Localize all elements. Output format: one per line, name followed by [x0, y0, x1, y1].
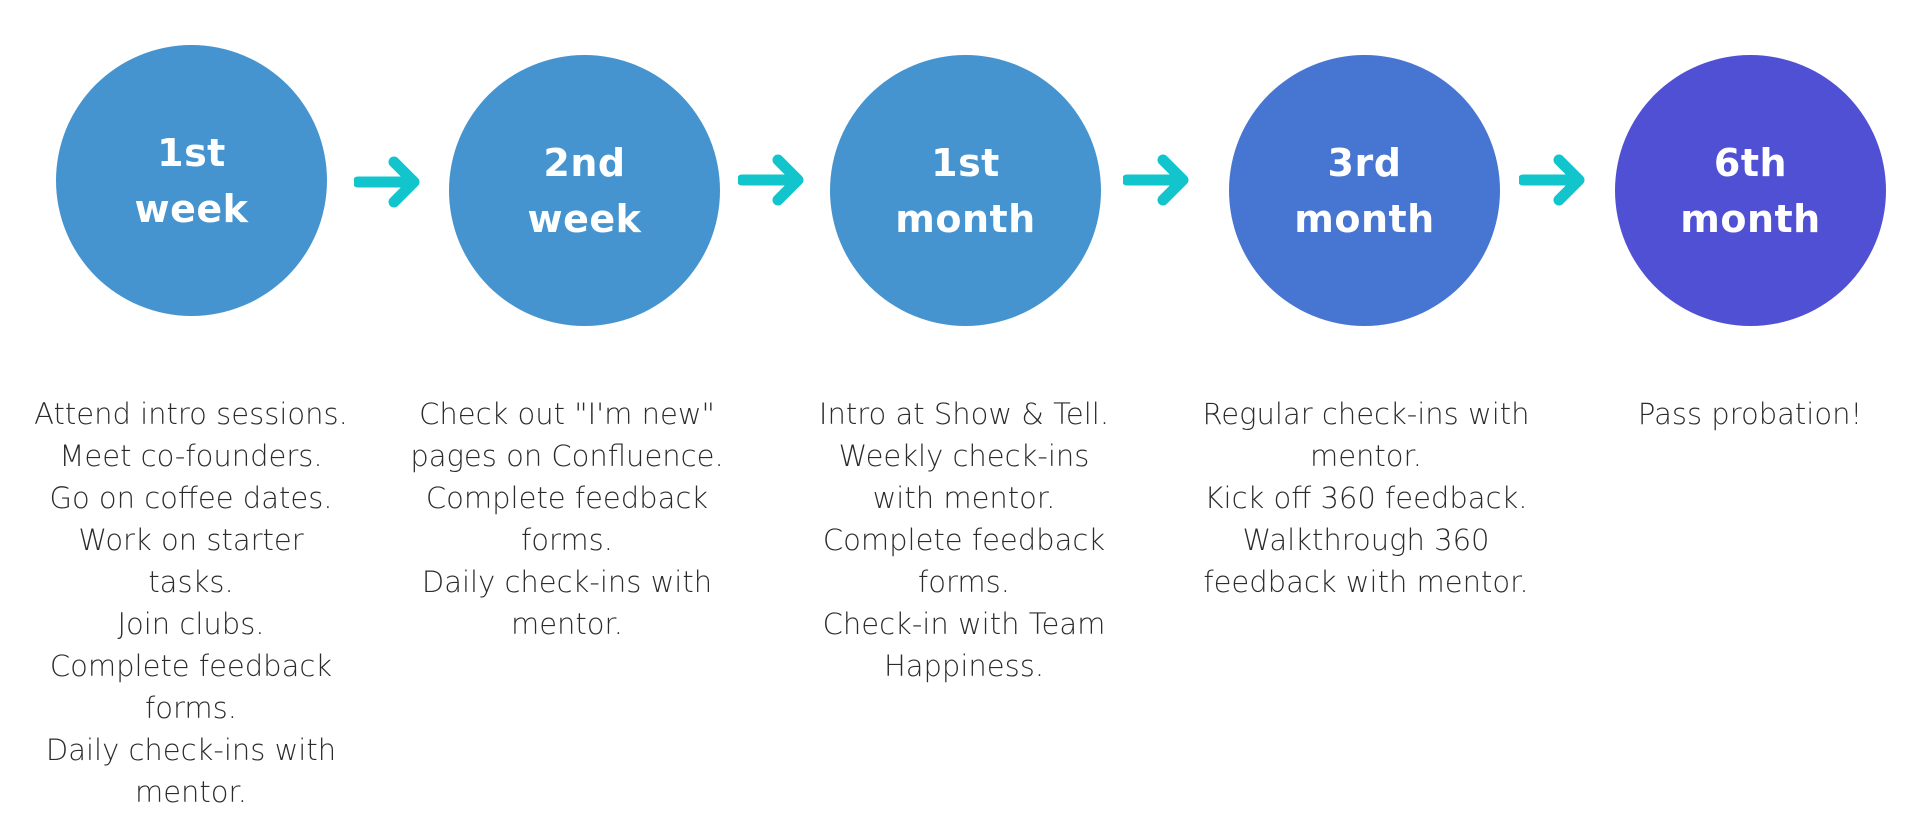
description-line: Check-in with Team: [822, 607, 1106, 641]
stage-description-6th-month: Pass probation!: [1580, 393, 1920, 435]
description-line: Regular check-ins with: [1202, 397, 1530, 431]
arrow-right-icon: [1519, 154, 1585, 206]
stage-label-line1: 1st: [931, 140, 1000, 185]
description-line: mentor.: [1309, 439, 1423, 473]
description-line: Check out "I'm new": [419, 397, 715, 431]
description-line: Daily check-ins with: [421, 565, 713, 599]
stage-description-2nd-week: Check out "I'm new" pages on Confluence.…: [397, 393, 737, 645]
stage-label-line2: week: [527, 196, 642, 241]
description-line: Join clubs.: [117, 607, 265, 641]
description-line: Attend intro sessions.: [34, 397, 348, 431]
stage-circle-6th-month: 6th month: [1615, 55, 1886, 326]
description-line: Work on starter: [78, 523, 304, 557]
stage-label-line1: 6th: [1713, 140, 1788, 185]
stage-label-line1: 3rd: [1327, 140, 1402, 185]
description-line: Meet co-founders.: [59, 439, 323, 473]
stage-circle-2nd-week: 2nd week: [449, 55, 720, 326]
arrow-right-icon: [1123, 154, 1189, 206]
stage-label-line2: week: [134, 186, 249, 231]
description-line: forms.: [521, 523, 613, 557]
description-line: pages on Confluence.: [410, 439, 724, 473]
stage-description-1st-week: Attend intro sessions. Meet co-founders.…: [21, 393, 361, 813]
description-line: feedback with mentor.: [1203, 565, 1529, 599]
description-line: Walkthrough 360: [1242, 523, 1490, 557]
description-line: mentor.: [134, 775, 248, 809]
stage-label-line2: month: [895, 196, 1036, 241]
stage-circle-1st-week: 1st week: [56, 45, 327, 316]
description-line: Intro at Show & Tell.: [818, 397, 1110, 431]
arrow-right-icon: [738, 154, 804, 206]
stage-label-line2: month: [1680, 196, 1821, 241]
description-line: Happiness.: [883, 649, 1045, 683]
description-line: forms.: [918, 565, 1010, 599]
description-line: Kick off 360 feedback.: [1204, 481, 1528, 515]
stage-circle-3rd-month: 3rd month: [1229, 55, 1500, 326]
stage-label-line1: 2nd: [543, 140, 626, 185]
description-line: forms.: [145, 691, 237, 725]
description-line: Weekly check-ins: [838, 439, 1090, 473]
description-line: with mentor.: [872, 481, 1056, 515]
stage-description-3rd-month: Regular check-ins with mentor. Kick off …: [1186, 393, 1546, 603]
description-line: Complete feedback: [49, 649, 333, 683]
description-line: Go on coffee dates.: [49, 481, 333, 515]
arrow-right-icon: [354, 156, 420, 208]
description-line: Complete feedback: [425, 481, 709, 515]
description-line: Daily check-ins with: [45, 733, 337, 767]
stage-circle-1st-month: 1st month: [830, 55, 1101, 326]
stage-label-line1: 1st: [157, 130, 226, 175]
description-line: tasks.: [148, 565, 234, 599]
description-line: mentor.: [510, 607, 624, 641]
stage-label-line2: month: [1294, 196, 1435, 241]
description-line: Pass probation!: [1637, 397, 1863, 431]
description-line: Complete feedback: [822, 523, 1106, 557]
stage-description-1st-month: Intro at Show & Tell. Weekly check-ins w…: [794, 393, 1134, 687]
